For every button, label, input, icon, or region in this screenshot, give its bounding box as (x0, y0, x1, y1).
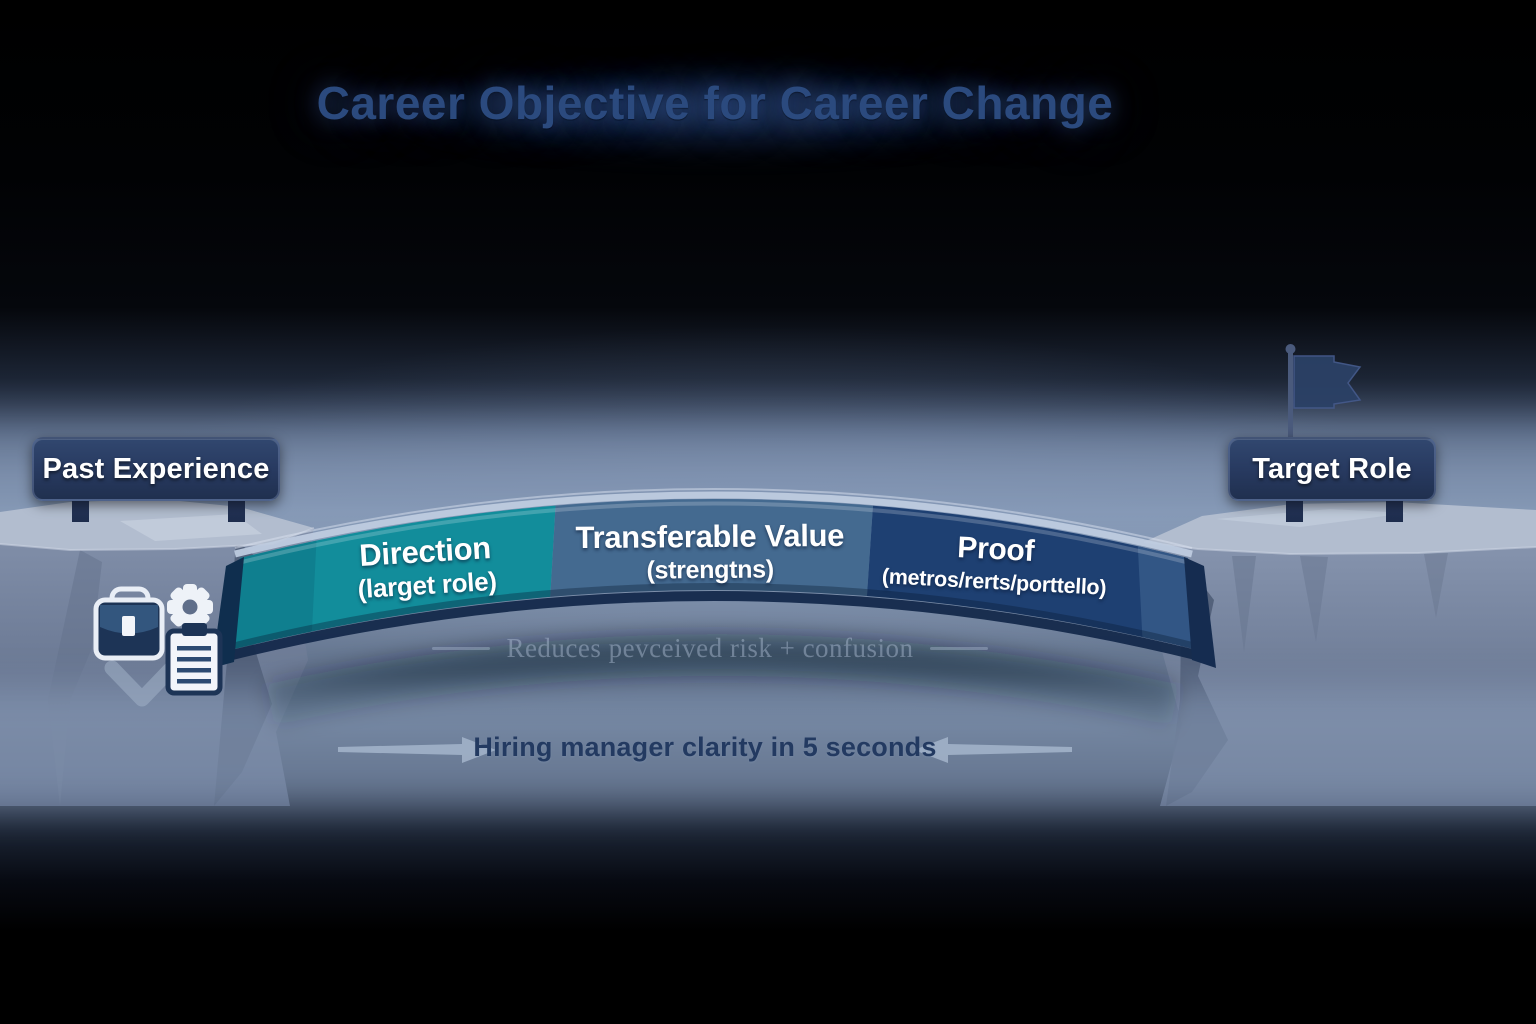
dash-line (929, 646, 988, 650)
past-experience-sign: Past Experience (32, 437, 280, 501)
right-cliff-top (1144, 502, 1536, 554)
right-cliff-shadow (1300, 556, 1328, 642)
bridge-inner-shade (230, 583, 1198, 650)
briefcase-icon (93, 586, 165, 661)
sign-post (72, 495, 89, 522)
bridge-segment-proof-highlight (1132, 499, 1198, 650)
right-cliff-shadow (1232, 556, 1256, 652)
arrow-left-icon (914, 737, 1072, 763)
title-glow (250, 40, 1190, 180)
clipboard-icon (165, 623, 223, 696)
left-cliff-top-highlight (120, 514, 262, 541)
past-experience-label: Past Experience (42, 452, 270, 485)
gear-icon (167, 584, 213, 630)
segment-title: Transferable Value (575, 517, 845, 556)
bridge-inner-highlight (241, 501, 1187, 564)
sign-post (1286, 495, 1303, 522)
bridge-right-endcap (1184, 557, 1216, 668)
bridge-top-rim (234, 491, 1193, 558)
clarity-note: Hiring manager clarity in 5 seconds (473, 732, 937, 762)
target-role-sign: Target Role (1228, 437, 1436, 501)
left-icon-cluster (93, 584, 223, 707)
segment-label-transferable-value: Transferable Value (strengtns) (555, 517, 866, 588)
target-role-label: Target Role (1252, 452, 1412, 485)
risk-note: Reduces pevceived risk + confusion (400, 630, 1020, 666)
right-cliff-shadow (1424, 553, 1448, 618)
sign-post (1386, 495, 1403, 522)
flag-icon (1285, 344, 1362, 441)
bridge-shadow (265, 634, 1180, 726)
risk-note-text: Reduces pevceived risk + confusion (506, 632, 914, 663)
arrow-right-icon (338, 737, 496, 763)
dash-line (432, 646, 491, 650)
bridge-top-glint (234, 488, 1193, 549)
sign-post (228, 495, 245, 522)
right-cliff-top-highlight (1216, 509, 1408, 527)
page-title: Career Objective for Career Change (316, 77, 1114, 129)
bridge-bottom-rim (226, 591, 1202, 661)
fog-band (0, 688, 1536, 808)
segment-subtitle: (strengtns) (646, 555, 774, 585)
right-cliff-edge (1143, 541, 1536, 556)
